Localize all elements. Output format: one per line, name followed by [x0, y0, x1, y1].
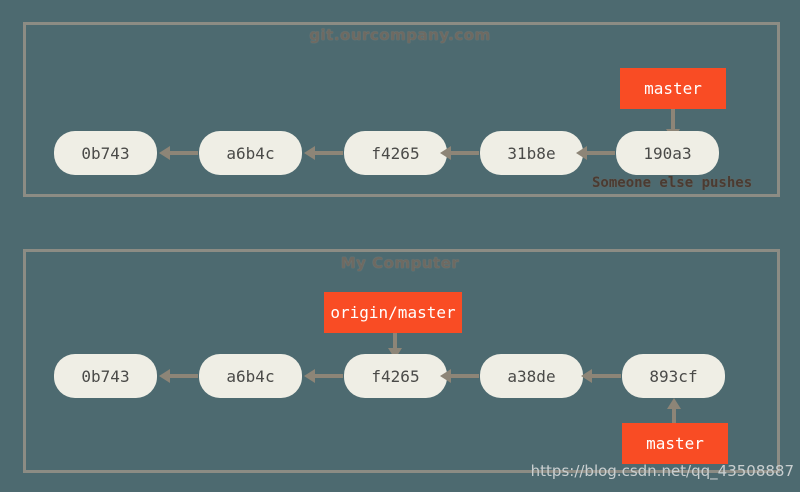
arrow-head — [667, 398, 681, 409]
arrow-head — [304, 146, 315, 160]
panel-remote — [23, 22, 780, 197]
arrow-origin-master-to-f4265 — [388, 333, 402, 359]
arrow-head — [581, 369, 592, 383]
commit-node-a6b4c-remote[interactable]: a6b4c — [199, 131, 302, 175]
arrow-shaft — [672, 407, 676, 423]
arrow-shaft — [168, 151, 198, 155]
arrow-f4265-to-a6b4c-local — [304, 369, 343, 383]
arrow-f4265-to-a6b4c-remote — [304, 146, 343, 160]
arrow-shaft — [313, 151, 343, 155]
arrow-a6b4c-to-0b743-local — [159, 369, 198, 383]
arrow-head — [440, 369, 451, 383]
commit-node-0b743-remote[interactable]: 0b743 — [54, 131, 157, 175]
arrow-shaft — [313, 374, 343, 378]
arrow-head — [159, 146, 170, 160]
panel-local-title: My Computer — [340, 254, 460, 272]
arrow-head — [304, 369, 315, 383]
arrow-shaft — [671, 109, 675, 131]
arrow-shaft — [449, 374, 479, 378]
arrow-shaft — [393, 333, 397, 350]
commit-node-f4265-remote[interactable]: f4265 — [344, 131, 447, 175]
arrow-shaft — [449, 151, 479, 155]
arrow-a6b4c-to-0b743-remote — [159, 146, 198, 160]
arrow-head — [159, 369, 170, 383]
arrow-893cf-to-a38de-local — [581, 369, 621, 383]
ref-label-master-remote[interactable]: master — [620, 68, 726, 109]
commit-node-893cf-local[interactable]: 893cf — [622, 354, 725, 398]
commit-node-a38de-local[interactable]: a38de — [480, 354, 583, 398]
arrow-shaft — [585, 151, 615, 155]
annotation-someone-else-pushes: Someone else pushes — [592, 175, 753, 191]
watermark-text: https://blog.csdn.net/qq_43508887 — [530, 462, 794, 480]
arrow-head — [440, 146, 451, 160]
commit-node-a6b4c-local[interactable]: a6b4c — [199, 354, 302, 398]
arrow-master-to-893cf — [667, 398, 681, 423]
arrow-shaft — [590, 374, 621, 378]
arrow-head — [576, 146, 587, 160]
commit-node-190a3-remote[interactable]: 190a3 — [616, 131, 719, 175]
arrow-31b8e-to-f4265-remote — [440, 146, 479, 160]
arrow-head — [388, 348, 402, 359]
panel-remote-title: git.ourcompany.com — [309, 26, 491, 44]
arrow-a38de-to-f4265-local — [440, 369, 479, 383]
ref-label-origin-master[interactable]: origin/master — [324, 292, 462, 333]
commit-node-f4265-local[interactable]: f4265 — [344, 354, 447, 398]
commit-node-0b743-local[interactable]: 0b743 — [54, 354, 157, 398]
arrow-190a3-to-31b8e-remote — [576, 146, 615, 160]
commit-node-31b8e-remote[interactable]: 31b8e — [480, 131, 583, 175]
arrow-shaft — [168, 374, 198, 378]
panel-local — [23, 249, 780, 473]
ref-label-master-local[interactable]: master — [622, 423, 728, 464]
